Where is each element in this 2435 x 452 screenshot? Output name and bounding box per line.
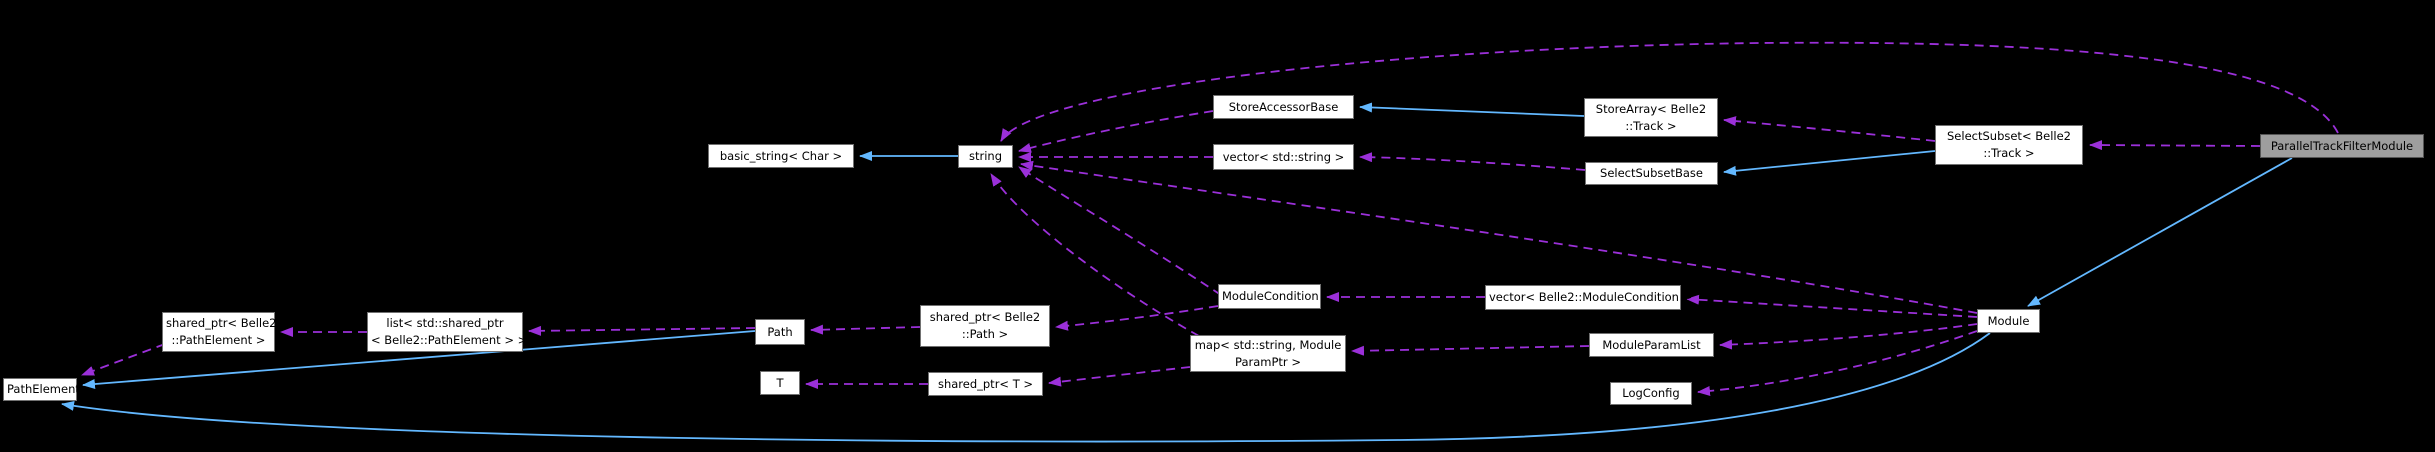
node-label: basic_string< Char >: [719, 148, 843, 163]
node-label-line2: ParamPtr >: [1235, 354, 1301, 369]
node-label-line2: ::PathElement >: [171, 333, 266, 347]
edge-selectsubset-to-selectsubsetbase: [1723, 150, 1936, 176]
node-label: Path: [767, 324, 793, 339]
node-string[interactable]: string: [958, 145, 1013, 168]
edge-module-to-pathelement: [61, 332, 1991, 443]
edge-selectsubsetbase-to-vectorstring: [1359, 152, 1586, 171]
node-label: LogConfig: [1622, 386, 1680, 401]
edge-paralleltrackfiltermodule-to-module: [2027, 157, 2293, 307]
edge-path-to-list: [528, 325, 756, 336]
node-path[interactable]: Path: [755, 319, 805, 345]
edge-map-to-sharedptrt: [1048, 366, 1191, 387]
node-label-line1: shared_ptr< Belle2: [166, 316, 277, 331]
node-label-line2: < Belle2::PathElement > >: [371, 333, 528, 347]
edge-modulecondition-to-sharedptrpath: [1055, 305, 1219, 331]
node-label-line1: list< std::shared_ptr: [386, 316, 504, 331]
node-label-line1: SelectSubset< Belle2: [1947, 129, 2071, 144]
node-label: Module: [1987, 313, 2030, 328]
edge-selectsubset-to-storearray: [1723, 116, 1936, 142]
edge-paralleltrackfiltermodule-to-string: [1000, 41, 2339, 142]
node-map-std-string-moduleparamptr[interactable]: map< std::string, Module ParamPtr >: [1190, 335, 1346, 372]
node-label: vector< std::string >: [1222, 149, 1345, 164]
node-label-line2: ::Path >: [961, 327, 1009, 341]
node-shared-ptr-path[interactable]: shared_ptr< Belle2 ::Path >: [920, 305, 1050, 347]
node-label: PathElement: [7, 382, 80, 397]
node-shared-ptr-pathelement[interactable]: shared_ptr< Belle2 ::PathElement >: [162, 312, 277, 352]
node-label: shared_ptr< T >: [937, 376, 1034, 391]
node-modulecondition[interactable]: ModuleCondition: [1218, 284, 1321, 309]
edge-modulecondition-to-string: [1018, 166, 1222, 296]
edge-path-to-pathelement: [82, 330, 756, 390]
edge-module-to-vectormodulecondition: [1686, 294, 1978, 318]
node-paralleltrackfiltermodule: ParallelTrackFilterModule: [2260, 134, 2424, 158]
node-selectsubsetbase[interactable]: SelectSubsetBase: [1585, 162, 1718, 185]
node-vector-std-string[interactable]: vector< std::string >: [1213, 144, 1354, 170]
edge-storeaccessorbase-to-string: [1018, 110, 1214, 153]
edge-sharedptrpathelement-to-pathelement: [81, 343, 166, 376]
node-vector-belle2-modulecondition[interactable]: vector< Belle2::ModuleCondition >: [1485, 285, 1693, 310]
edge-sharedptrpath-to-path: [810, 324, 921, 335]
node-module[interactable]: Module: [1977, 309, 2040, 333]
node-list-shared-ptr-pathelement[interactable]: list< std::shared_ptr < Belle2::PathElem…: [367, 312, 528, 352]
node-label-line2: ::Track >: [1983, 146, 2035, 160]
node-label: vector< Belle2::ModuleCondition >: [1489, 290, 1693, 305]
node-selectsubset-belle2-track[interactable]: SelectSubset< Belle2 ::Track >: [1935, 125, 2083, 165]
edge-module-to-string: [1020, 160, 1978, 314]
node-label-line1: StoreArray< Belle2: [1595, 101, 1707, 116]
node-label-line1: shared_ptr< Belle2: [929, 310, 1041, 325]
edge-module-to-logconfig: [1697, 330, 1978, 396]
edge-module-to-moduleparamlist: [1719, 323, 1978, 350]
node-label: ParallelTrackFilterModule: [2270, 138, 2414, 153]
node-t[interactable]: T: [760, 371, 800, 395]
node-label-line1: map< std::string, Module: [1194, 337, 1342, 352]
edge-moduleparamlist-to-map: [1351, 345, 1590, 356]
node-basic-string-char[interactable]: basic_string< Char >: [708, 144, 854, 168]
edge-paralleltrackfiltermodule-to-selectsubset: [2089, 140, 2261, 151]
node-pathelement[interactable]: PathElement: [3, 378, 80, 401]
edge-map-to-string: [990, 173, 1200, 337]
node-label: ModuleCondition: [1222, 289, 1319, 304]
node-moduleparamlist[interactable]: ModuleParamList: [1589, 333, 1714, 357]
node-label: string: [968, 149, 1002, 164]
node-label: StoreAccessorBase: [1228, 99, 1339, 114]
node-logconfig[interactable]: LogConfig: [1610, 382, 1692, 405]
node-storearray-belle2-track[interactable]: StoreArray< Belle2 ::Track >: [1584, 98, 1718, 137]
node-label-line2: ::Track >: [1625, 118, 1677, 133]
edge-storearray-to-storeaccessorbase: [1359, 102, 1585, 117]
node-label: ModuleParamList: [1602, 337, 1701, 352]
node-shared-ptr-t[interactable]: shared_ptr< T >: [928, 372, 1043, 396]
node-label: T: [776, 375, 784, 390]
node-storeaccessorbase[interactable]: StoreAccessorBase: [1213, 95, 1354, 119]
node-label: SelectSubsetBase: [1600, 166, 1703, 181]
